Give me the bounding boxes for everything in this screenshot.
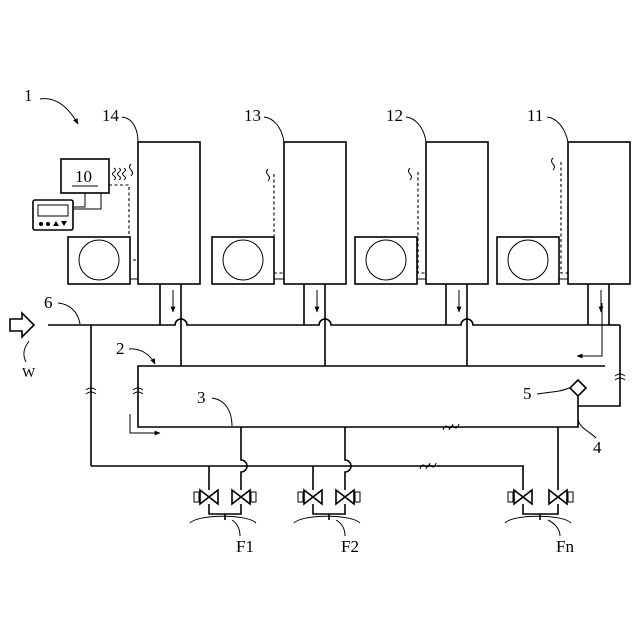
leader-drain-pipe (578, 420, 596, 438)
label-inlet-pipe: 6 (44, 293, 53, 312)
leader-heater-14 (122, 117, 138, 142)
label-heater-14: 14 (102, 106, 120, 125)
fan-unit-11 (497, 237, 568, 284)
label-system: 1 (24, 86, 33, 105)
leader-system (40, 99, 78, 124)
label-faucet-2: F2 (341, 537, 359, 556)
label-heater-12: 12 (386, 106, 403, 125)
return-flow-arrow-right (577, 303, 602, 356)
leader-manifold-upper (129, 349, 155, 364)
leader-faucet-1 (232, 520, 240, 536)
fan-unit-12 (355, 237, 426, 284)
controller-to-remote-wire (73, 193, 85, 207)
leader-manifold-lower (212, 398, 232, 426)
leader-water-in (24, 341, 29, 362)
heater-unit-12 (409, 142, 489, 325)
fan-unit-14 (68, 237, 138, 284)
fan-unit-13 (212, 237, 284, 284)
leader-heater-11 (547, 117, 568, 142)
faucet-valves-fn (505, 490, 573, 523)
cold-supply-line (91, 466, 523, 490)
label-heater-13: 13 (244, 106, 261, 125)
label-heater-11: 11 (527, 106, 543, 125)
wireless-signal-icon (113, 168, 126, 180)
leader-air-vent (537, 388, 569, 394)
label-water-in: W (22, 366, 36, 381)
leader-inlet-pipe (58, 303, 80, 324)
heater-unit-11 (552, 142, 631, 325)
faucet-valves-f2 (294, 490, 360, 523)
air-vent-valve (570, 380, 586, 396)
hot-drop-f2 (345, 427, 351, 490)
inlet-pipe (48, 319, 609, 325)
flow-arrow-manifold (130, 414, 160, 433)
label-controller: 10 (75, 167, 92, 186)
label-manifold-upper: 2 (116, 339, 125, 358)
inlet-arrow-icon (10, 313, 34, 337)
label-faucet-n: Fn (556, 537, 574, 556)
heater-unit-14 (130, 142, 201, 325)
leader-heater-13 (264, 117, 284, 142)
label-air-vent: 5 (523, 384, 532, 403)
label-drain-pipe: 4 (593, 438, 602, 457)
leader-faucet-n (548, 520, 560, 536)
label-faucet-1: F1 (236, 537, 254, 556)
heater-unit-13 (267, 142, 347, 325)
leader-faucet-2 (336, 520, 345, 536)
faucet-valves-f1 (190, 490, 256, 523)
hot-drop-f1 (241, 427, 247, 490)
leader-heater-12 (406, 117, 426, 142)
label-manifold-lower: 3 (197, 388, 206, 407)
